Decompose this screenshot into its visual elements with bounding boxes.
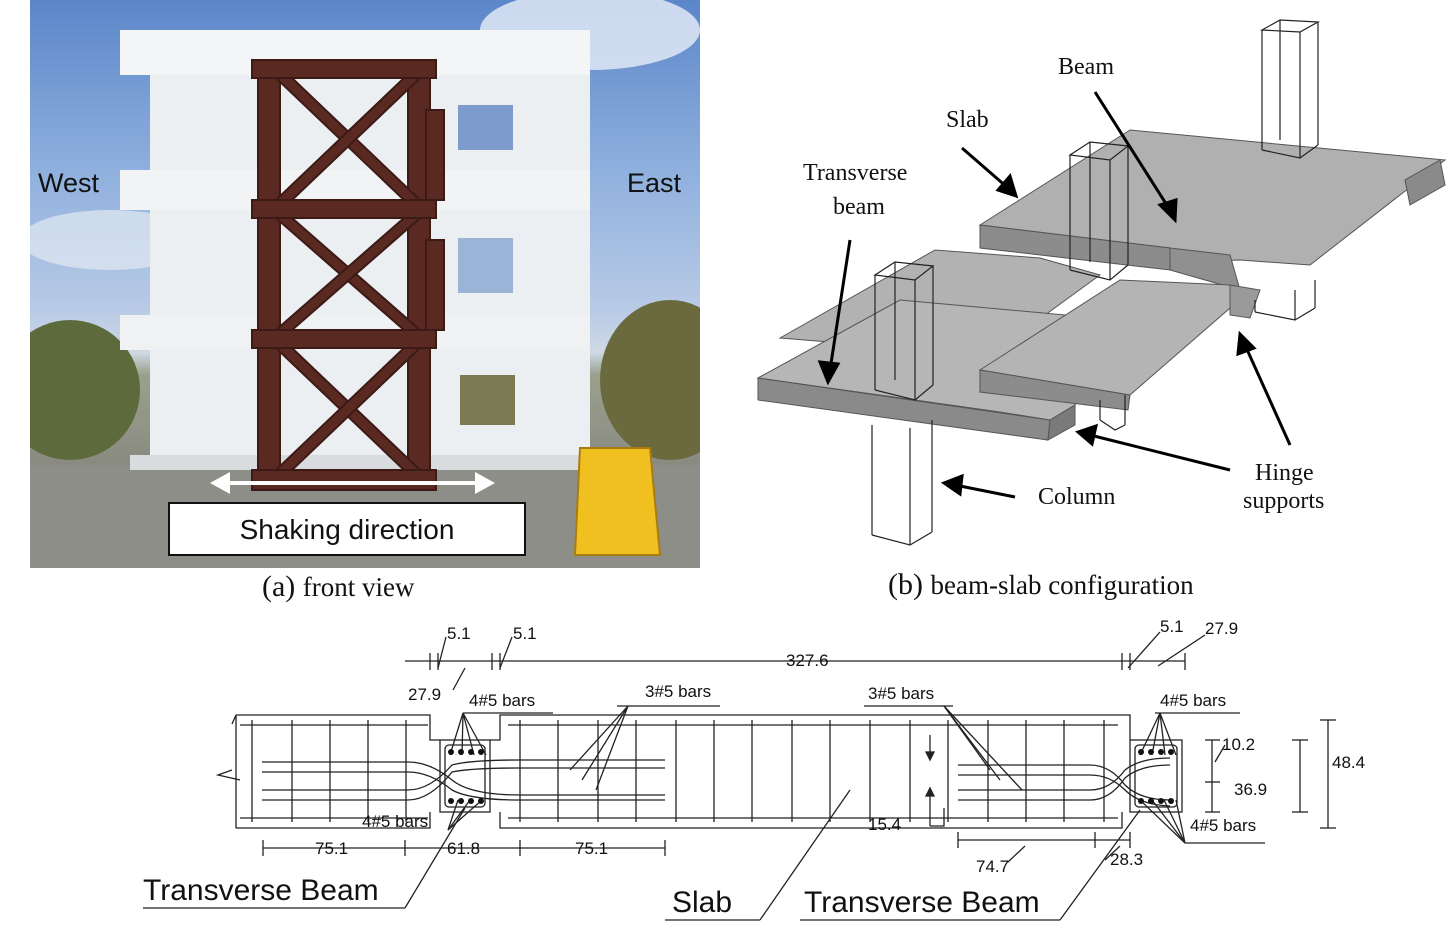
bars-bottom-left-label: 4#5 bars (362, 812, 429, 831)
dim-5-1-c: 5.1 (1160, 617, 1184, 636)
slab-label: Slab (672, 886, 733, 919)
caption-a-text: front view (302, 572, 415, 602)
caption-b: (b) beam-slab configuration (888, 568, 1194, 602)
caption-a: (a) front view (262, 570, 415, 604)
dim-5-1-a: 5.1 (447, 624, 471, 643)
east-label: East (627, 168, 682, 198)
dim-36-9: 36.9 (1234, 780, 1268, 799)
dim-327-6: 327.6 (786, 651, 829, 670)
iso-column-label: Column (1038, 484, 1116, 510)
dim-74-7: 74.7 (976, 857, 1010, 876)
west-label: West (38, 168, 100, 198)
dim-61-8: 61.8 (447, 839, 481, 858)
iso-hinge-label-1: Hinge (1255, 460, 1314, 486)
transverse-beam-left-label: Transverse Beam (143, 874, 379, 907)
bars-top-right-label: 4#5 bars (1160, 691, 1227, 710)
bars-top-left-label: 4#5 bars (469, 691, 536, 710)
dim-75-1-a: 75.1 (315, 839, 349, 858)
iso-hinge-label-2: supports (1243, 488, 1325, 514)
dim-27-9-b: 27.9 (1205, 619, 1239, 638)
caption-b-letter: (b) (888, 568, 923, 601)
iso-beam-label: Beam (1058, 54, 1114, 80)
dim-5-1-b: 5.1 (513, 624, 537, 643)
iso-slab-label: Slab (946, 107, 989, 133)
caption-a-letter: (a) (262, 570, 296, 603)
bars-3-left-label: 3#5 bars (645, 682, 712, 701)
dim-10-2: 10.2 (1222, 735, 1256, 754)
dim-75-1-b: 75.1 (575, 839, 609, 858)
transverse-beam-right-label: Transverse Beam (804, 886, 1040, 919)
dim-15-4: 15.4 (868, 815, 902, 834)
dim-48-4: 48.4 (1332, 753, 1366, 772)
iso-transverse-label-2: beam (833, 194, 885, 220)
dim-27-9-a: 27.9 (408, 685, 442, 704)
dim-28-3: 28.3 (1110, 850, 1144, 869)
caption-b-text: beam-slab configuration (930, 570, 1194, 600)
bars-bottom-right-label: 4#5 bars (1190, 816, 1257, 835)
beam-slab-isometric (756, 19, 1447, 546)
bars-3-right-label: 3#5 bars (868, 684, 935, 703)
front-view-photo: West East Shaking direction (30, 0, 700, 568)
iso-transverse-label-1: Transverse (803, 160, 908, 186)
shaking-direction-label: Shaking direction (168, 502, 526, 556)
